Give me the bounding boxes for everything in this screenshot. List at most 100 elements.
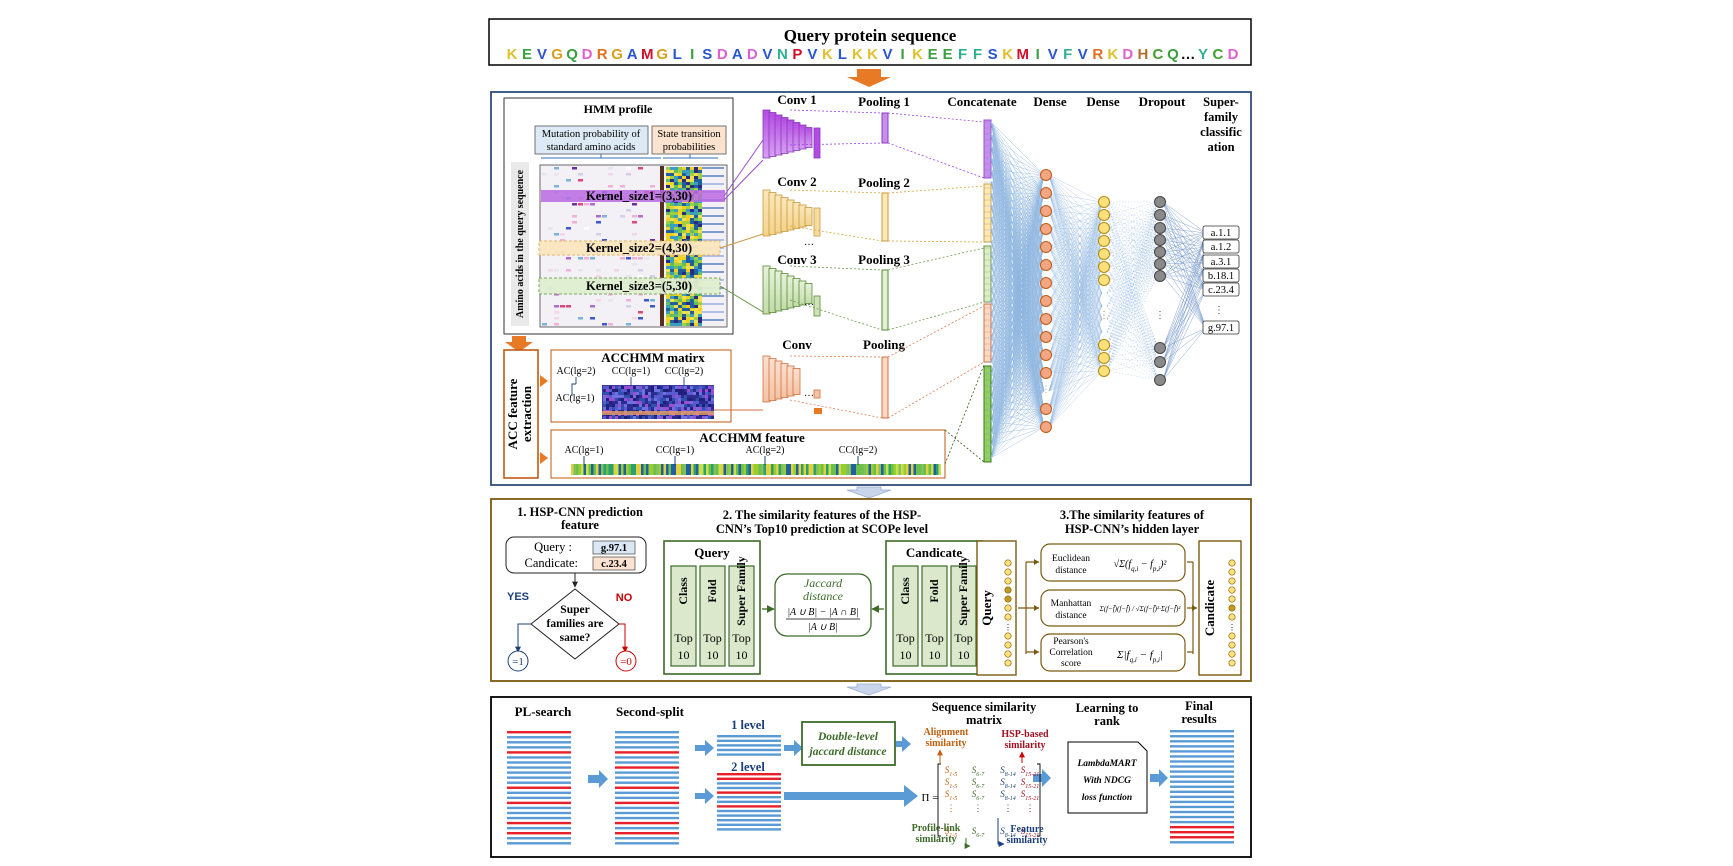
- heatmap-cell: [596, 221, 601, 224]
- matrix-cell: [648, 401, 651, 404]
- heatmap-cell: [542, 173, 547, 176]
- final-result-line: [1170, 780, 1234, 783]
- heatmap-cell: [678, 224, 682, 227]
- heatmap-cell: [566, 257, 571, 260]
- connection: [1048, 201, 1103, 356]
- level2-line: [717, 773, 781, 776]
- second-split-line: [615, 776, 679, 779]
- second-split-line: [615, 786, 679, 789]
- matrix-cell: [666, 404, 669, 407]
- top-label: Top: [896, 631, 915, 645]
- manhattan-formula: Σ(f−f̄)(f−f̄) / √Σ(f−f̄)²·Σ(f−f̄)²: [1099, 605, 1182, 613]
- matrix-cell: [672, 407, 675, 410]
- heatmap-cell: [666, 308, 670, 311]
- top10-column-label: Super Family: [734, 556, 748, 625]
- matrix-cell: [633, 398, 636, 401]
- connection: [990, 246, 1045, 435]
- heatmap-cell: [690, 296, 694, 299]
- feature-bar: [796, 464, 799, 475]
- heatmap-cell: [590, 257, 595, 260]
- second-split-line: [615, 766, 679, 769]
- connection: [1106, 201, 1159, 229]
- matrix-cell: [684, 395, 687, 398]
- connection: [1106, 318, 1159, 349]
- final-result-line: [1170, 805, 1234, 809]
- matrix-cell: [621, 407, 624, 410]
- heatmap-cell: [682, 320, 686, 323]
- matrix-cell: [618, 392, 621, 395]
- matrix-cell: [624, 416, 627, 419]
- matrix-cell: [666, 407, 669, 410]
- matrix-cell: [642, 398, 645, 401]
- connection: [1106, 201, 1159, 363]
- feature-bar: [873, 464, 876, 475]
- level2-line: [717, 828, 781, 831]
- matrix-cell: [672, 401, 675, 404]
- connection: [1048, 292, 1103, 428]
- acc-feature-label-1: ACC feature: [505, 378, 520, 449]
- connection: [990, 210, 1045, 447]
- feature-bar: [808, 464, 811, 475]
- matrix-cell: [645, 389, 648, 392]
- heatmap-cell: [678, 320, 682, 323]
- matrix-symbol: Π =: [922, 792, 939, 804]
- state-label-1: State transition: [657, 129, 721, 140]
- feature-bar: [886, 464, 889, 475]
- dense2-neuron: [1098, 339, 1110, 351]
- heatmap-cell: [674, 317, 678, 320]
- matrix-cell: [648, 404, 651, 407]
- heatmap-cell: [678, 269, 682, 272]
- connection: [990, 408, 1045, 447]
- acc-feature-box: [503, 349, 539, 479]
- feature-bar: [756, 464, 759, 475]
- heatmap-cell: [682, 272, 686, 275]
- heatmap-cell: [682, 170, 686, 173]
- feature-bar: [708, 464, 711, 475]
- dense1-neuron: [1040, 421, 1052, 433]
- heatmap-cell: [694, 224, 698, 227]
- matrix-cell: [639, 416, 642, 419]
- final-result-line: [1170, 810, 1234, 814]
- matrix-cell: [636, 407, 639, 410]
- matrix-cell: [690, 404, 693, 407]
- matrix-cell: [678, 389, 681, 392]
- connection: [990, 282, 1045, 447]
- heatmap-cell: [666, 185, 670, 188]
- matrix-cell: [618, 395, 621, 398]
- heatmap-cell: [666, 266, 670, 269]
- dense2-neuron: [1098, 222, 1110, 234]
- matrix-cell: [645, 416, 648, 419]
- matrix-cell: [672, 404, 675, 407]
- heatmap-cell: [686, 263, 690, 266]
- matrix-cell: [603, 386, 606, 389]
- matrix-cell: [675, 407, 678, 410]
- residue-letter: D: [582, 46, 593, 63]
- matrix-cell: [711, 404, 714, 407]
- acchmm-feature-strip: [571, 456, 941, 475]
- matrix-cell: [615, 407, 618, 410]
- connection: [1048, 174, 1103, 229]
- matrix-cell: [636, 404, 639, 407]
- feature-bar: [741, 464, 744, 475]
- matrix-cell: [693, 398, 696, 401]
- connection: [1106, 214, 1159, 268]
- top10-column-label: Fold: [927, 579, 941, 603]
- ellipsis: ⋮: [1042, 384, 1051, 394]
- heatmap-cell: [674, 302, 678, 305]
- connection: [1106, 263, 1159, 346]
- feature-bar: [591, 464, 594, 475]
- connection: [1048, 253, 1103, 338]
- connection: [990, 192, 1045, 303]
- feature-bar: [671, 464, 674, 475]
- dense2-neuron: [1098, 209, 1110, 221]
- heatmap-cell: [690, 302, 694, 305]
- feature-bar: [601, 464, 604, 475]
- heatmap-cell: [596, 215, 601, 218]
- connection: [1162, 232, 1207, 253]
- feature-bar: [571, 464, 574, 475]
- connection: [1048, 192, 1103, 203]
- matrix-cell: [708, 389, 711, 392]
- connection: [1048, 279, 1103, 284]
- heatmap-cell: [678, 272, 682, 275]
- pool-label: Pooling: [863, 337, 905, 352]
